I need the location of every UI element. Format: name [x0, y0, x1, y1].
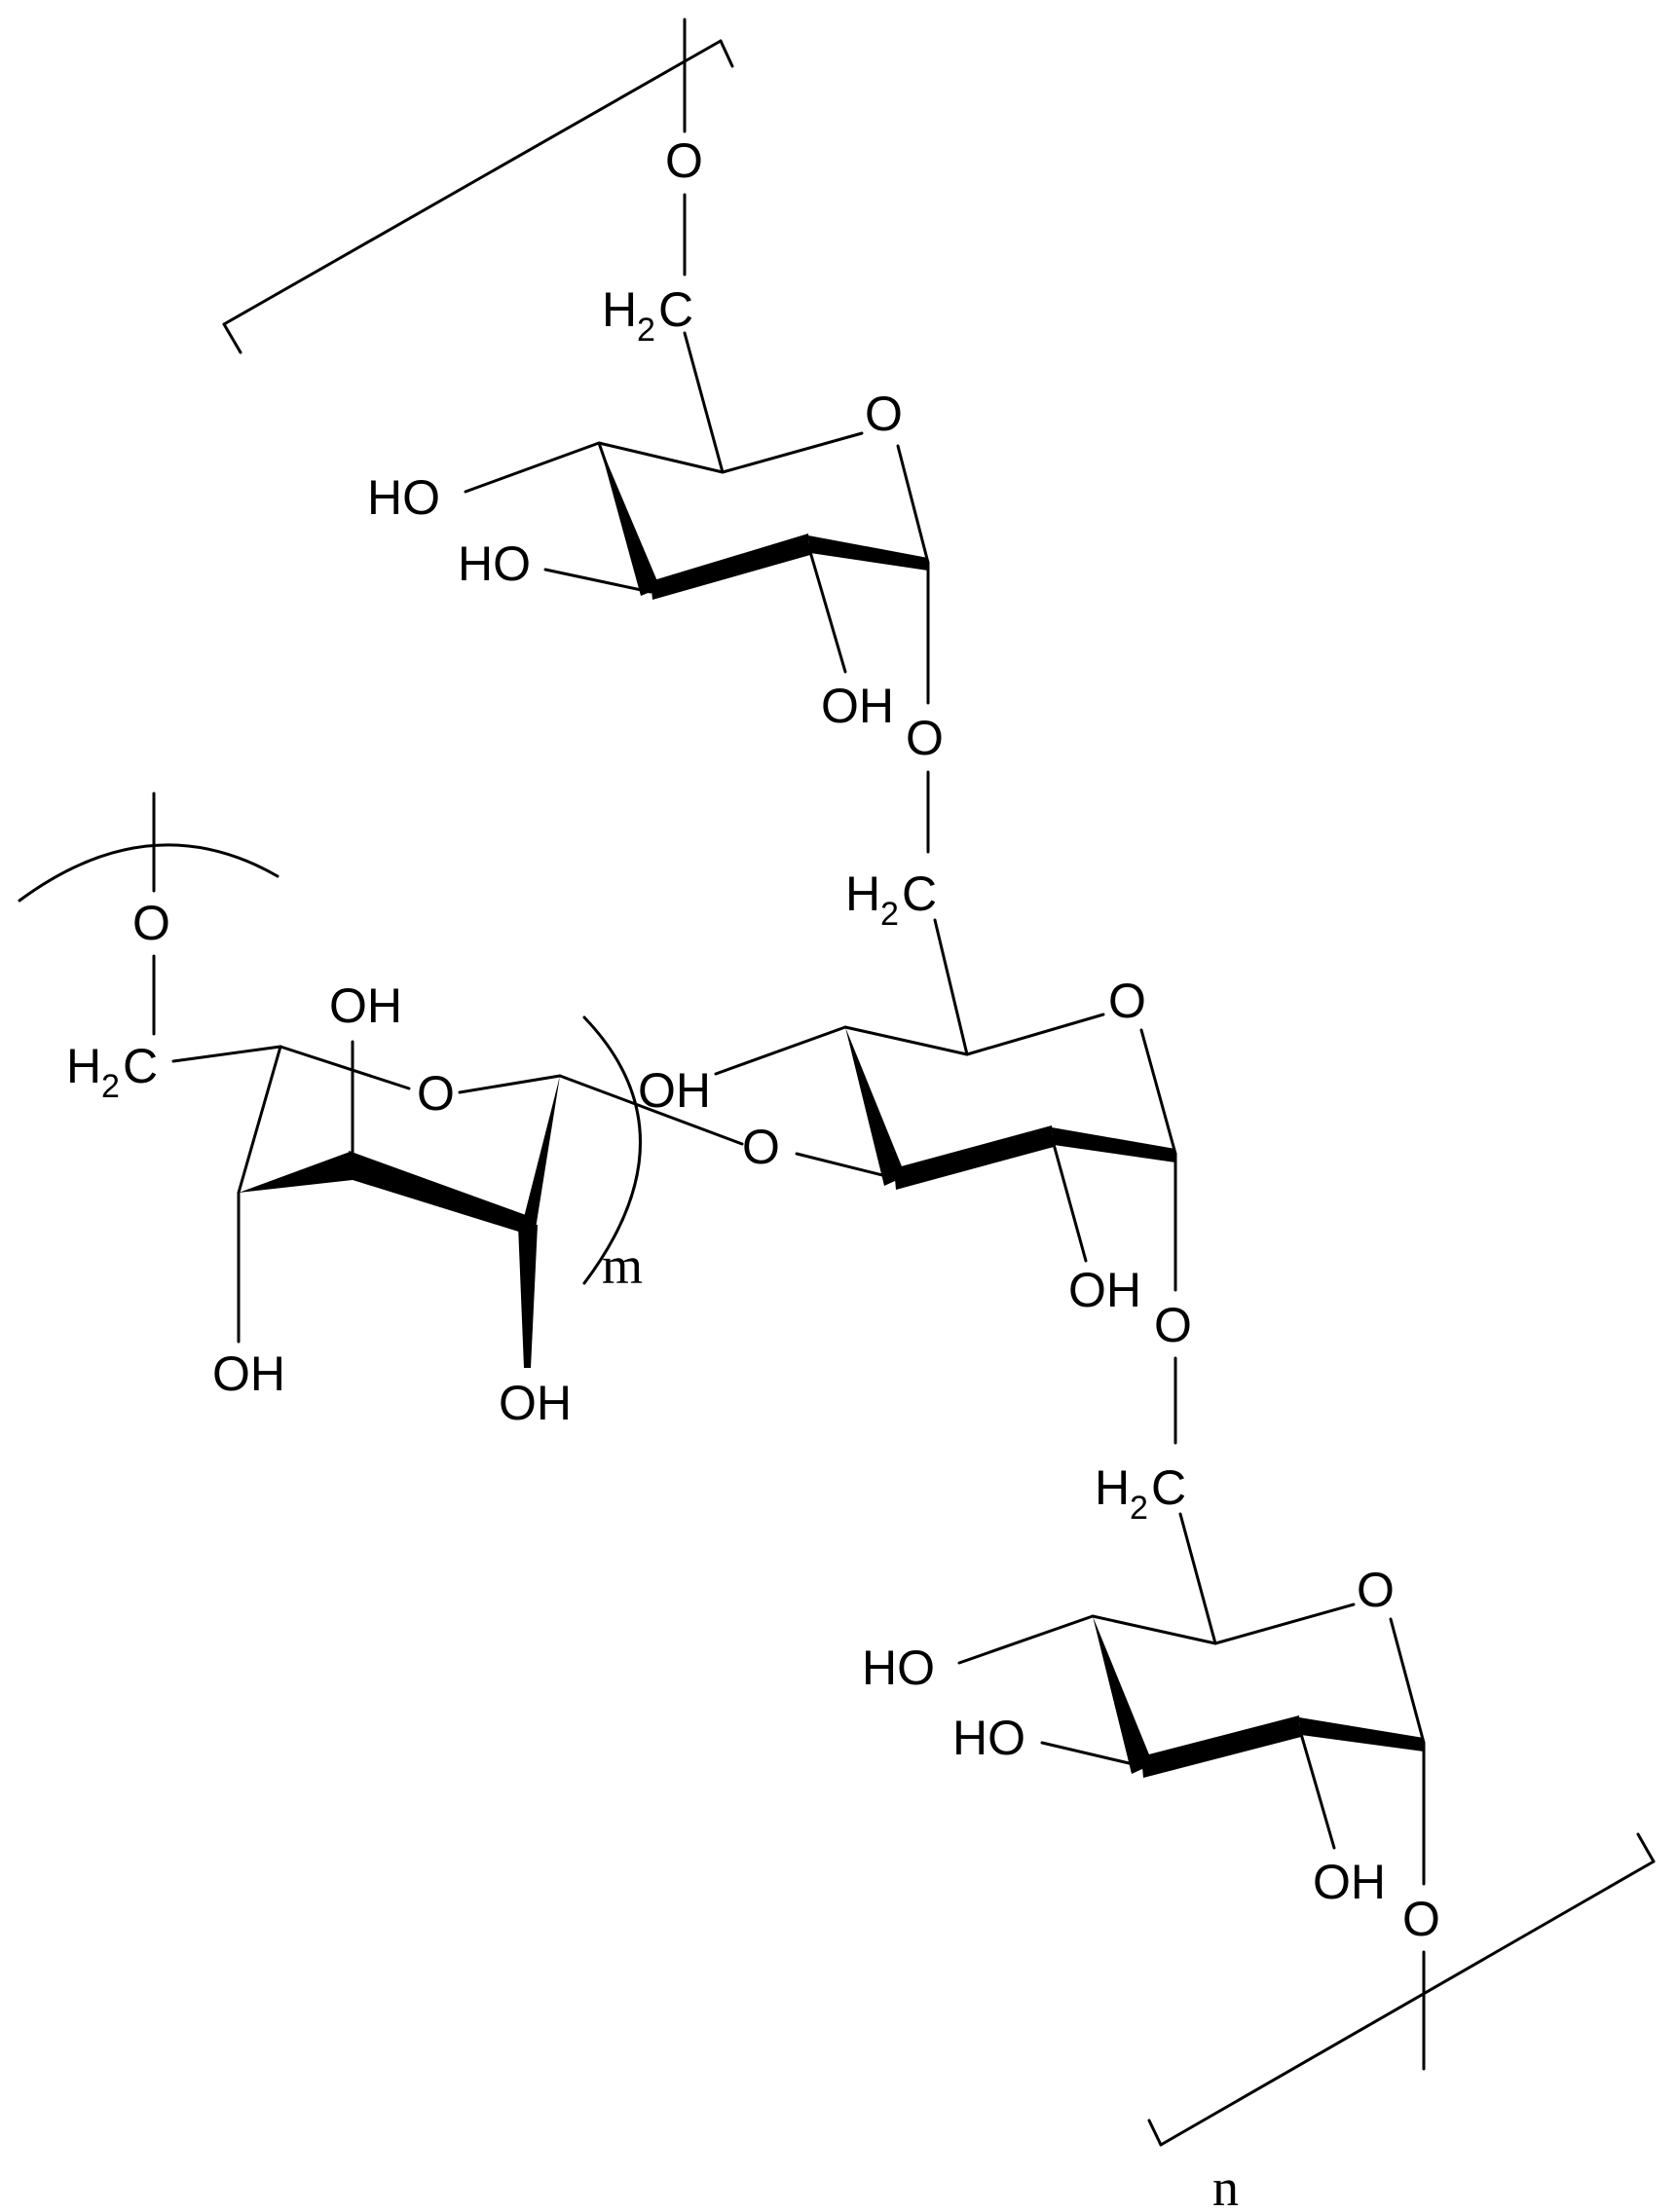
- bottom-ring-o5: O: [1357, 1563, 1395, 1617]
- branch-ring-o: O: [417, 1066, 455, 1121]
- bottom-c1-o: O: [1402, 1892, 1440, 1946]
- branch-methylene-c: C: [123, 1039, 158, 1093]
- branch-ring-c4-o: [279, 1045, 411, 1090]
- top-ring-c5-c4: [597, 441, 725, 474]
- middle-c3-o-bond: [795, 1152, 896, 1180]
- middle-c3-link-o: O: [742, 1120, 780, 1174]
- top-ring-o5-c1: [896, 444, 930, 565]
- branch-c1r-oh-wedge: [518, 1225, 538, 1368]
- bottom-ring-wedge-c4-c3: [1093, 1616, 1153, 1774]
- middle-ring-o5-c1: [1139, 1028, 1177, 1156]
- top-ring-wedge-c4-c3: [599, 443, 660, 596]
- middle-methylene-sub: 2: [880, 896, 899, 933]
- bottom-c6-c5-bond: [1178, 1512, 1217, 1645]
- bottom-bracket-right-tick: [1636, 1832, 1656, 1863]
- middle-c2-oh: OH: [1068, 1263, 1141, 1317]
- top-methylene-h: H: [602, 282, 637, 337]
- top-bracket-bar: [222, 39, 723, 326]
- middle-c2-oh-bond: [1050, 1135, 1088, 1263]
- middle-ring-wedge-c2-c1: [1052, 1127, 1175, 1162]
- bottom-bracket-bar: [1159, 1860, 1656, 2147]
- bottom-ring-wedge-c2-c1: [1299, 1717, 1424, 1751]
- branch-methylene-h: H: [66, 1039, 101, 1093]
- branch-c1-link-bond: [558, 1074, 744, 1146]
- middle-glucose-unit: H 2 C O OH O OH: [638, 866, 1177, 1317]
- top-c2-oh-bond: [806, 543, 847, 674]
- middle-c6-c5-bond: [933, 918, 969, 1056]
- bottom-c3-ho: HO: [952, 1711, 1025, 1765]
- branch-ring-wedge-c2-c1r: [349, 1151, 528, 1235]
- branch-c1r-oh: OH: [499, 1376, 572, 1430]
- bottom-c2-oh-bond: [1297, 1725, 1336, 1850]
- middle-ring-c5-o5: [965, 1013, 1105, 1056]
- bottom-ring-wedge-c3-c2: [1141, 1715, 1301, 1778]
- branch-ring-wedge-c1r-c1: [521, 1076, 560, 1229]
- top-bracket-right-tick: [719, 39, 734, 68]
- top-c6-c5-bond: [683, 331, 725, 474]
- branch-ring-wedge-c3-c2: [239, 1151, 353, 1193]
- branch-right-parenthesis: [582, 1015, 642, 1285]
- repeat-index-m: m: [602, 1236, 643, 1295]
- bottom-methylene-sub: 2: [1130, 1490, 1148, 1527]
- link-o-top-middle: O: [906, 711, 944, 765]
- top-methylene-c: C: [658, 282, 693, 337]
- bottom-methylene-c: C: [1151, 1460, 1186, 1515]
- bottom-ring-o5-c1: [1389, 1617, 1426, 1745]
- repeat-index-n: n: [1212, 2158, 1239, 2212]
- middle-ring-wedge-c3-c2: [894, 1125, 1054, 1190]
- middle-ring-o5: O: [1108, 974, 1146, 1028]
- bottom-c3-oh-bond: [1040, 1741, 1143, 1768]
- top-c2-oh: OH: [821, 679, 894, 733]
- branch-c2-oh: OH: [329, 978, 402, 1033]
- furanose-branch-unit: O H 2 C O OH OH OH m: [18, 792, 744, 1430]
- bottom-bracket-left-tick: [1147, 2119, 1163, 2147]
- link-o-middle-bottom: O: [1154, 1298, 1192, 1352]
- top-ring-o6: O: [665, 133, 703, 188]
- top-methylene-sub: 2: [637, 312, 655, 349]
- branch-c3-oh: OH: [212, 1346, 285, 1401]
- top-c3-ho: HO: [458, 536, 531, 591]
- bottom-glucose-unit: H 2 C O HO HO OH O n: [862, 1460, 1656, 2212]
- middle-methylene-c: C: [902, 866, 937, 921]
- bottom-c2-oh: OH: [1313, 1855, 1386, 1909]
- branch-ring-c4-c3: [237, 1045, 282, 1195]
- top-glucose-unit: O H 2 C O HO HO OH: [222, 18, 930, 733]
- bottom-ring-c5-o5: [1213, 1603, 1356, 1645]
- middle-ring-c5-c4: [843, 1025, 969, 1056]
- branch-o6: O: [132, 896, 170, 950]
- top-ring-wedge-c2-c1: [808, 535, 928, 571]
- top-bracket-left-tick: [222, 322, 242, 354]
- top-ring-c5-o5: [721, 431, 864, 474]
- branch-ring-o-c1: [458, 1074, 562, 1094]
- top-c3-oh-bond: [543, 568, 652, 594]
- top-ring-o5: O: [865, 387, 903, 441]
- bottom-c4-ho: HO: [862, 1641, 935, 1695]
- top-ring-wedge-c3-c2: [651, 534, 810, 600]
- bottom-ring-c5-c4: [1091, 1614, 1217, 1645]
- top-c4-ho: HO: [367, 470, 440, 525]
- branch-c6-c4-bond: [171, 1045, 282, 1063]
- middle-methylene-h: H: [845, 866, 880, 921]
- top-c4-oh-bond: [464, 441, 601, 494]
- branch-top-parenthesis: [18, 843, 279, 903]
- bottom-methylene-h: H: [1095, 1460, 1130, 1515]
- middle-c4-oh-bond: [714, 1025, 847, 1076]
- branch-methylene-sub: 2: [101, 1068, 120, 1105]
- bottom-c4-oh-bond: [957, 1614, 1095, 1665]
- middle-ring-wedge-c4-c3: [845, 1027, 906, 1186]
